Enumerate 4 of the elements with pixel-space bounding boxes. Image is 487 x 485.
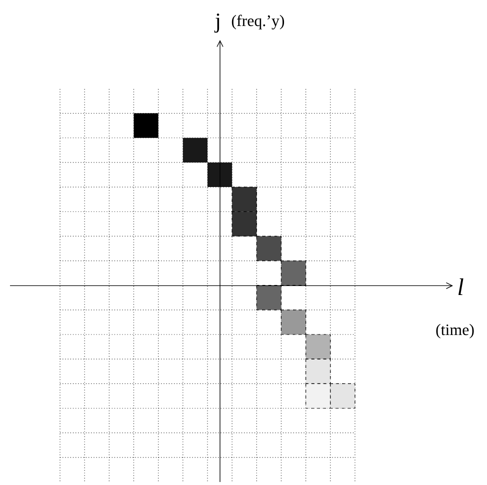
axis-label: j xyxy=(214,13,220,33)
axis-label: (freq.’y) xyxy=(232,14,284,30)
axis-label: l xyxy=(458,278,464,295)
axis-label: (time) xyxy=(436,324,474,338)
